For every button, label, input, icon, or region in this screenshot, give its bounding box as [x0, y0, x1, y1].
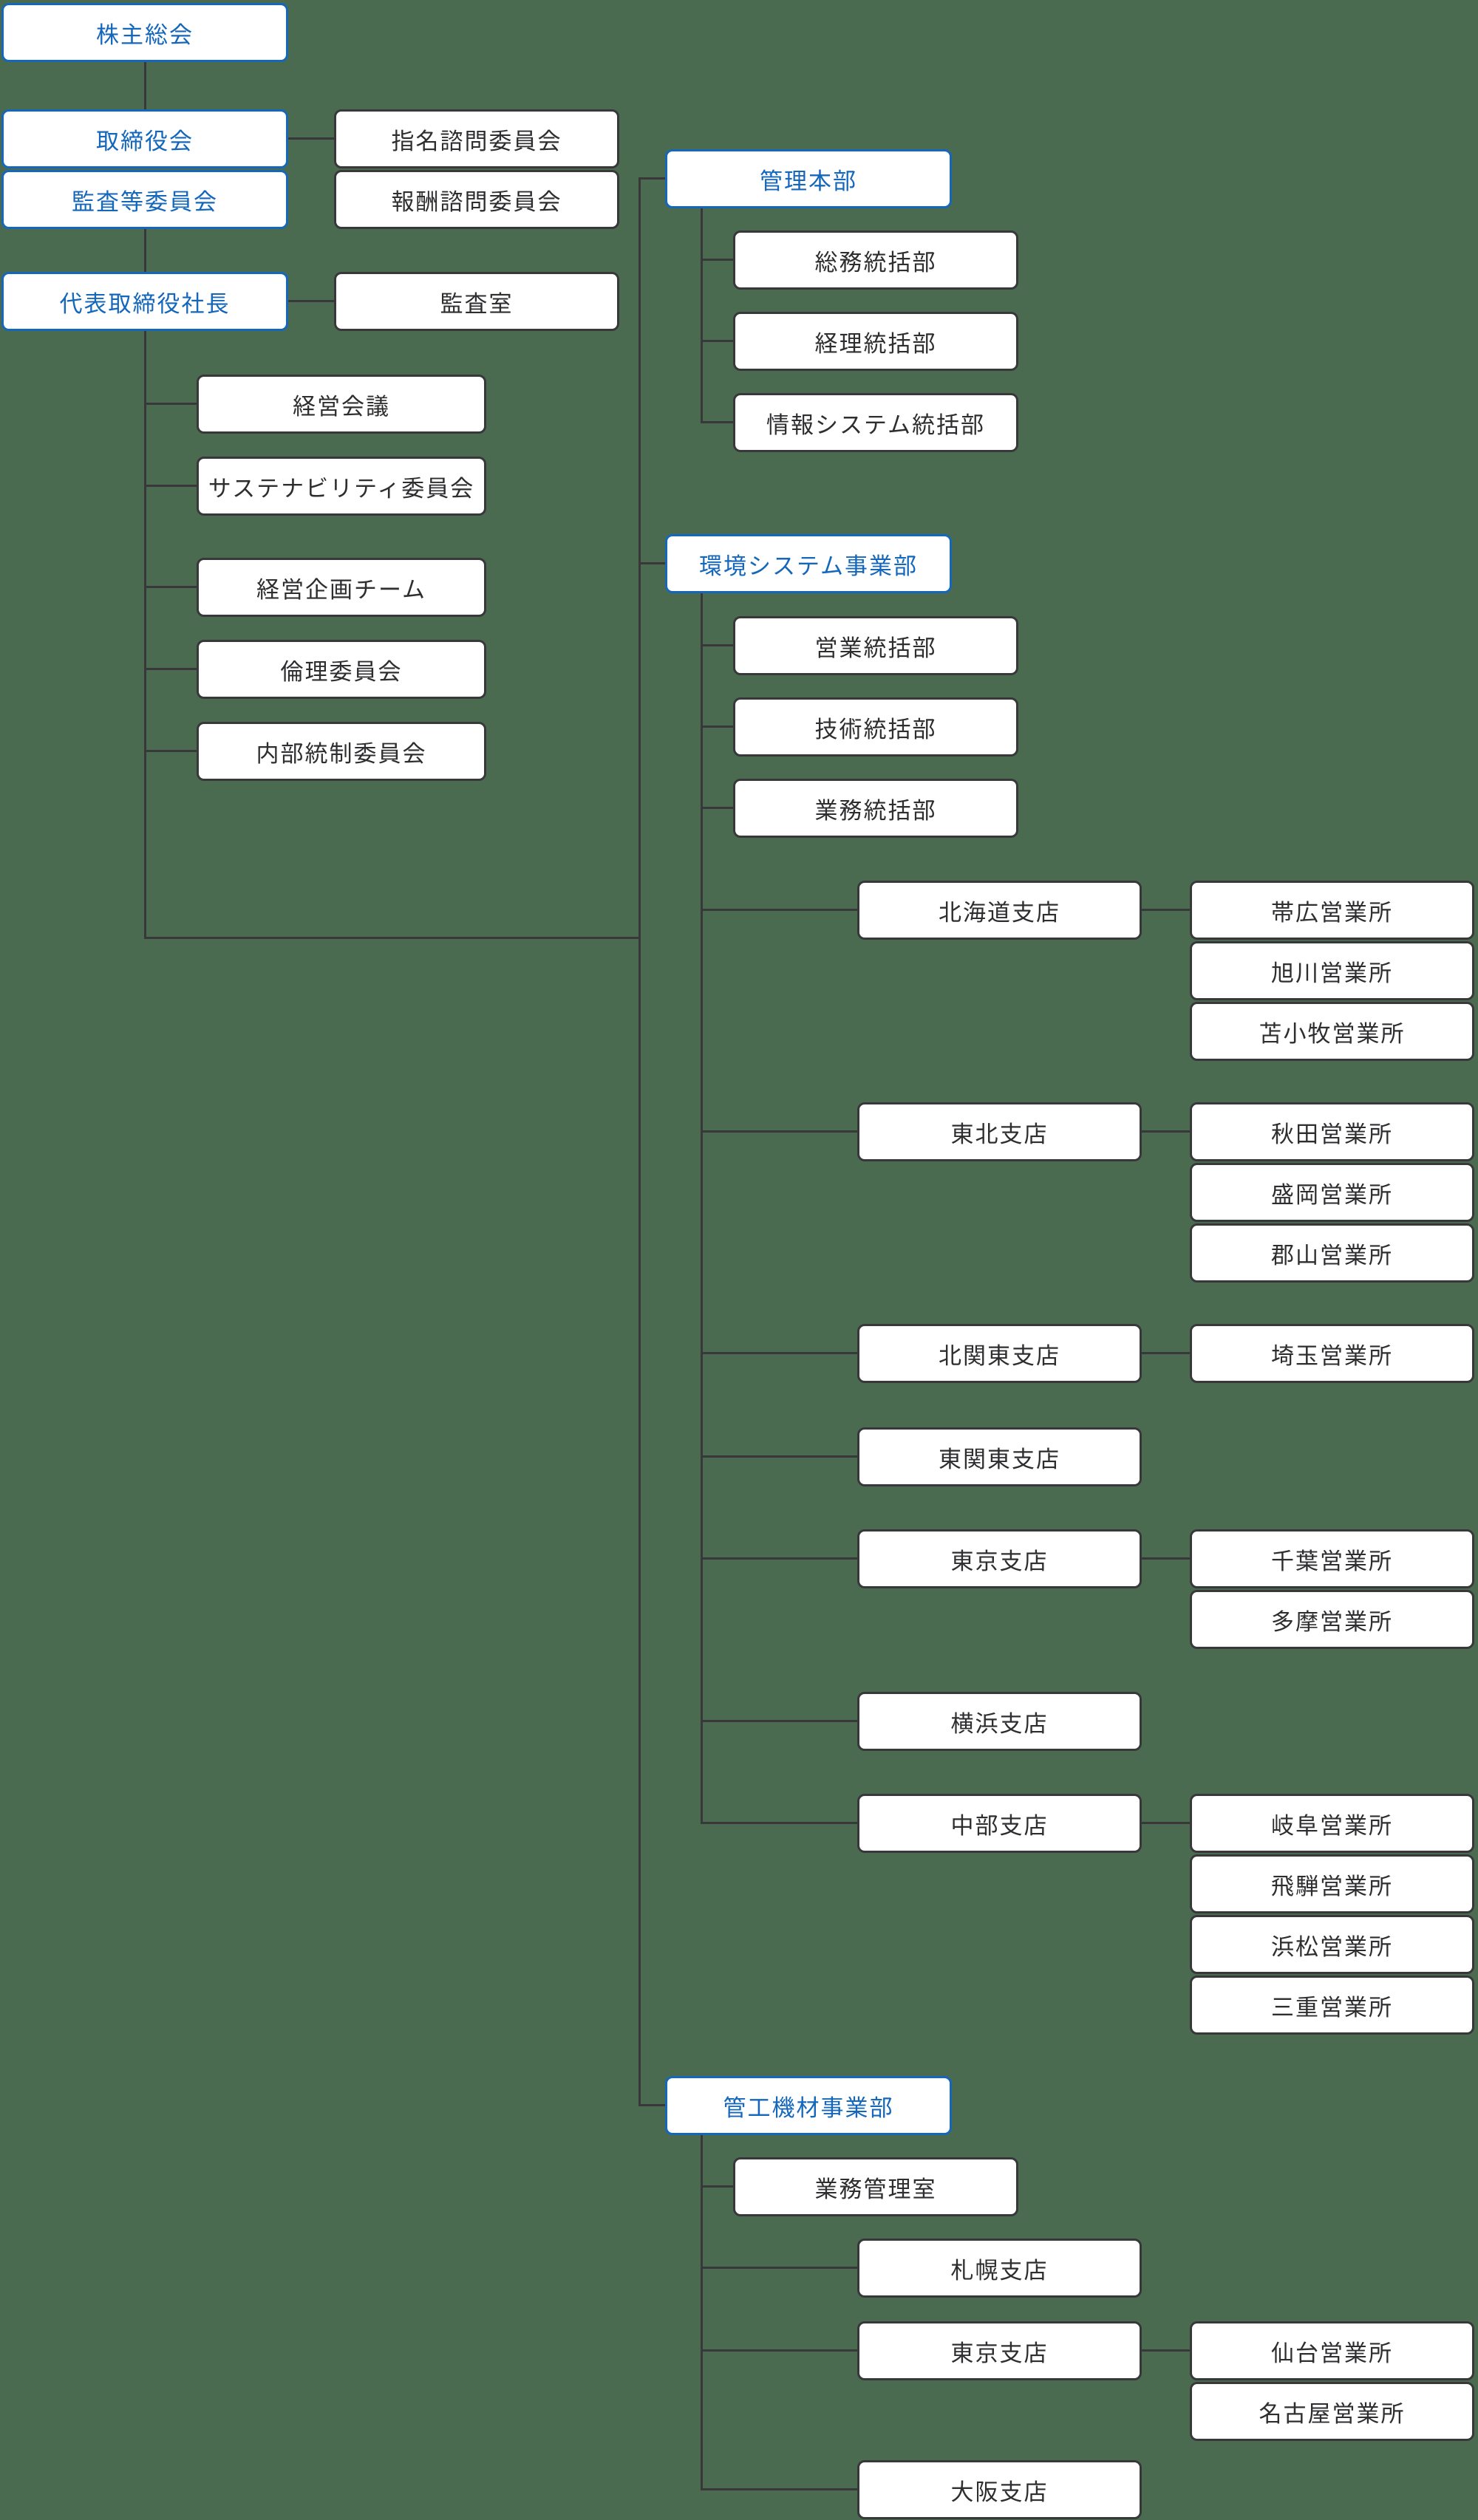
node-tokyo-branch: 東京支店	[857, 1529, 1142, 1588]
connector-tokyo-offices	[1142, 1557, 1190, 1560]
connector-feed-line	[144, 937, 641, 939]
node-chiba-office: 千葉営業所	[1190, 1529, 1474, 1588]
connector-stub-tokyo	[701, 1557, 857, 1560]
node-management-meeting: 経営会議	[197, 375, 486, 434]
connector-stub-sales	[701, 644, 733, 646]
connector-stub-general-affairs	[701, 259, 733, 261]
connector-stub-yokohama	[701, 1720, 857, 1722]
node-morioka-office: 盛岡営業所	[1190, 1163, 1474, 1222]
node-hokkaido-branch: 北海道支店	[857, 881, 1142, 940]
connector-adminhq-trunk	[701, 208, 703, 423]
node-gifu-office: 岐阜営業所	[1190, 1794, 1474, 1853]
node-koriyama-office: 郡山営業所	[1190, 1223, 1474, 1283]
connector-stub-management-meeting	[144, 403, 197, 405]
node-piping-materials-division: 管工機材事業部	[665, 2076, 952, 2135]
connector-stub-engineering	[701, 725, 733, 728]
node-engineering-dept: 技術統括部	[733, 697, 1018, 757]
node-tama-office: 多摩営業所	[1190, 1590, 1474, 1649]
node-sustainability-committee: サステナビリティ委員会	[197, 457, 486, 516]
node-asahikawa-office: 旭川営業所	[1190, 941, 1474, 1000]
connector-envdivision-trunk	[701, 593, 703, 1824]
node-compensation-advisory-committee: 報酬諮問委員会	[334, 170, 619, 229]
connector-stub-sapporo	[701, 2267, 857, 2269]
connector-chubu-offices	[1142, 1822, 1190, 1824]
node-higashi-kanto-branch: 東関東支店	[857, 1427, 1142, 1486]
node-chubu-branch: 中部支店	[857, 1794, 1142, 1853]
connector-stub-hokkaido	[701, 909, 857, 911]
node-info-systems-dept: 情報システム統括部	[733, 393, 1018, 452]
connector-stub-accounting	[701, 340, 733, 342]
connector-hokkaido-offices	[1142, 909, 1190, 911]
node-president: 代表取締役社長	[1, 272, 288, 331]
node-audit-supervisory-committee: 監査等委員会	[1, 170, 288, 229]
node-osaka-branch: 大阪支店	[857, 2460, 1142, 2519]
node-hamamatsu-office: 浜松営業所	[1190, 1915, 1474, 1974]
node-obihiro-office: 帯広営業所	[1190, 881, 1474, 940]
connector-stub-envdivision	[638, 562, 665, 564]
node-shareholders-meeting: 株主総会	[1, 3, 288, 62]
connector-president-trunk	[144, 331, 146, 939]
connector-stub-operations	[701, 807, 733, 809]
node-environmental-systems-division: 環境システム事業部	[665, 534, 952, 593]
connector-tokyo2-offices	[1142, 2349, 1190, 2352]
connector-stub-sustainability	[144, 485, 197, 487]
node-sapporo-branch: 札幌支店	[857, 2239, 1142, 2298]
connector-stub-internal-control	[144, 750, 197, 752]
node-tomakomai-office: 苫小牧営業所	[1190, 1002, 1474, 1061]
connector-stub-tohoku	[701, 1130, 857, 1133]
node-sales-dept: 営業統括部	[733, 616, 1018, 675]
node-audit-office: 監査室	[334, 272, 619, 331]
connector-stub-osaka	[701, 2488, 857, 2490]
node-operations-dept: 業務統括部	[733, 779, 1018, 838]
connector-shareholders-board	[144, 62, 146, 109]
connector-main-trunk	[638, 177, 641, 2106]
node-corporate-planning-team: 経営企画チーム	[197, 558, 486, 617]
node-tokyo-branch-2: 東京支店	[857, 2321, 1142, 2380]
node-nomination-advisory-committee: 指名諮問委員会	[334, 109, 619, 168]
node-kita-kanto-branch: 北関東支店	[857, 1324, 1142, 1383]
node-tohoku-branch: 東北支店	[857, 1102, 1142, 1161]
node-saitama-office: 埼玉営業所	[1190, 1324, 1474, 1383]
connector-board-nomination	[288, 137, 334, 140]
connector-stub-adminhq	[638, 177, 665, 180]
connector-president-auditoffice	[288, 300, 334, 302]
connector-stub-planning-team	[144, 586, 197, 588]
node-admin-headquarters: 管理本部	[665, 149, 952, 208]
connector-auditcommittee-president	[144, 229, 146, 272]
node-general-affairs-dept: 総務統括部	[733, 231, 1018, 290]
connector-tohoku-offices	[1142, 1130, 1190, 1133]
connector-pipedivision-trunk	[701, 2135, 703, 2490]
node-sendai-office: 仙台営業所	[1190, 2321, 1474, 2380]
connector-stub-chubu	[701, 1822, 857, 1824]
node-board-of-directors: 取締役会	[1, 109, 288, 168]
connector-stub-ops-management	[701, 2185, 733, 2188]
connector-stub-ethics	[144, 668, 197, 670]
node-akita-office: 秋田営業所	[1190, 1102, 1474, 1161]
node-mie-office: 三重営業所	[1190, 1976, 1474, 2035]
connector-stub-higashi-kanto	[701, 1455, 857, 1458]
node-nagoya-office: 名古屋営業所	[1190, 2382, 1474, 2441]
connector-stub-kita-kanto	[701, 1352, 857, 1354]
connector-stub-tokyo2	[701, 2349, 857, 2352]
node-hida-office: 飛騨営業所	[1190, 1854, 1474, 1913]
node-ops-management-office: 業務管理室	[733, 2157, 1018, 2216]
node-ethics-committee: 倫理委員会	[197, 640, 486, 699]
connector-stub-info-systems	[701, 421, 733, 423]
node-yokohama-branch: 横浜支店	[857, 1692, 1142, 1751]
connector-stub-pipedivision	[638, 2104, 665, 2106]
node-internal-control-committee: 内部統制委員会	[197, 722, 486, 781]
node-accounting-dept: 経理統括部	[733, 312, 1018, 371]
connector-kita-kanto-offices	[1142, 1352, 1190, 1354]
